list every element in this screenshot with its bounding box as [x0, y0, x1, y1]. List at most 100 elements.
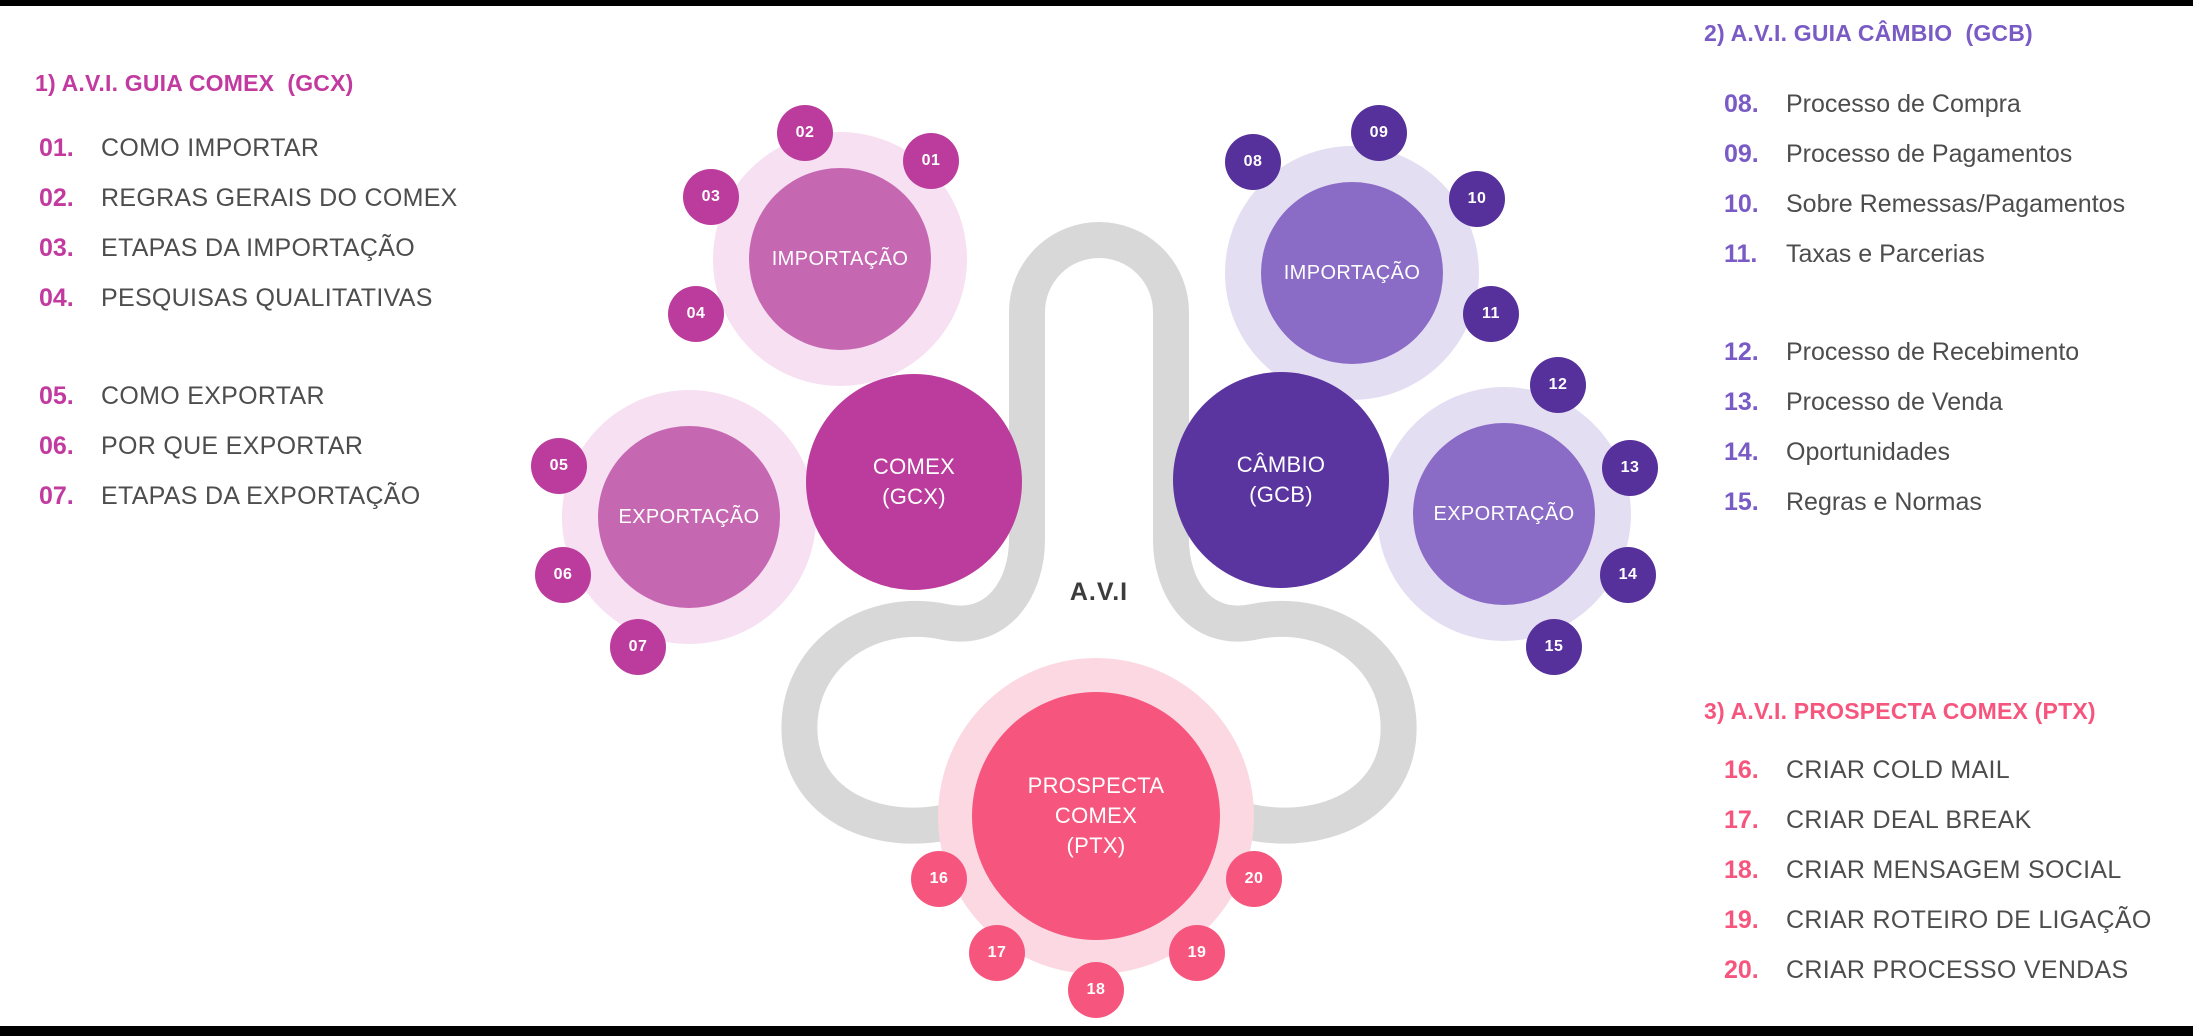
panel-guia-cambio: 2) A.V.I. GUIA CÂMBIO (GCB) 08. Processo…	[1704, 20, 2125, 527]
item-label: Processo de Venda	[1786, 387, 2003, 416]
bubble-19: 19	[1169, 925, 1225, 981]
prospecta-hub-circle: PROSPECTA COMEX (PTX)	[972, 692, 1220, 940]
item-label: CRIAR ROTEIRO DE LIGAÇÃO	[1786, 905, 2152, 934]
item-label: Taxas e Parcerias	[1786, 239, 1985, 268]
item-label: POR QUE EXPORTAR	[101, 431, 364, 460]
list-item: 08. Processo de Compra	[1724, 79, 2125, 129]
item-number: 15.	[1724, 487, 1759, 516]
importacao-right-circle: IMPORTAÇÃO	[1261, 182, 1443, 364]
item-number: 08.	[1724, 89, 1759, 118]
panel-guia-comex: 1) A.V.I. GUIA COMEX (GCX) 01. COMO IMPO…	[35, 70, 458, 521]
item-number: 02.	[39, 183, 74, 212]
list-item: 18. CRIAR MENSAGEM SOCIAL	[1724, 845, 2152, 895]
item-number: 16.	[1724, 755, 1759, 784]
bubble-20: 20	[1226, 851, 1282, 907]
item-number: 18.	[1724, 855, 1759, 884]
item-number: 14.	[1724, 437, 1759, 466]
bubble-17: 17	[969, 925, 1025, 981]
item-number: 11.	[1724, 239, 1758, 268]
list-item: 20. CRIAR PROCESSO VENDAS	[1724, 945, 2152, 995]
item-number: 12.	[1724, 337, 1759, 366]
item-label: Regras e Normas	[1786, 487, 1982, 516]
bubble-08: 08	[1225, 134, 1281, 190]
item-number: 05.	[39, 381, 74, 410]
item-label: Oportunidades	[1786, 437, 1951, 466]
item-label: ETAPAS DA IMPORTAÇÃO	[101, 233, 415, 262]
list-item: 01. COMO IMPORTAR	[39, 123, 458, 173]
item-number: 10.	[1724, 189, 1759, 218]
item-number: 01.	[39, 133, 74, 162]
list-item: 17. CRIAR DEAL BREAK	[1724, 795, 2152, 845]
item-number: 06.	[39, 431, 74, 460]
bubble-02: 02	[777, 105, 833, 161]
bubble-03: 03	[683, 169, 739, 225]
list-item: 13. Processo de Venda	[1724, 377, 2125, 427]
bubble-15: 15	[1526, 619, 1582, 675]
importacao-left-circle: IMPORTAÇÃO	[749, 168, 931, 350]
bubble-11: 11	[1463, 286, 1519, 342]
item-number: 20.	[1724, 955, 1759, 984]
item-label: ETAPAS DA EXPORTAÇÃO	[101, 481, 421, 510]
cambio-items-group-export: 12. Processo de Recebimento 13. Processo…	[1704, 327, 2125, 527]
avi-center-label: A.V.I	[1069, 578, 1129, 606]
panel-prospecta-comex: 3) A.V.I. PROSPECTA COMEX (PTX) 16. CRIA…	[1704, 698, 2152, 995]
list-item: 09. Processo de Pagamentos	[1724, 129, 2125, 179]
bubble-18: 18	[1068, 962, 1124, 1018]
bubble-12: 12	[1530, 357, 1586, 413]
item-label: Processo de Compra	[1786, 89, 2021, 118]
bubble-09: 09	[1351, 105, 1407, 161]
item-number: 09.	[1724, 139, 1759, 168]
list-item: 07. ETAPAS DA EXPORTAÇÃO	[39, 471, 458, 521]
guia-cambio-heading: 2) A.V.I. GUIA CÂMBIO (GCB)	[1704, 20, 2033, 46]
bubble-10: 10	[1449, 171, 1505, 227]
bubble-05: 05	[531, 438, 587, 494]
list-item: 04. PESQUISAS QUALITATIVAS	[39, 273, 458, 323]
item-label: COMO EXPORTAR	[101, 381, 325, 410]
bubble-14: 14	[1600, 547, 1656, 603]
list-item: 19. CRIAR ROTEIRO DE LIGAÇÃO	[1724, 895, 2152, 945]
item-label: CRIAR MENSAGEM SOCIAL	[1786, 855, 2122, 884]
bottom-border	[0, 1026, 2193, 1036]
bubble-13: 13	[1602, 440, 1658, 496]
list-item: 03. ETAPAS DA IMPORTAÇÃO	[39, 223, 458, 273]
item-label: REGRAS GERAIS DO COMEX	[101, 183, 458, 212]
exportacao-left-circle: EXPORTAÇÃO	[598, 426, 780, 608]
item-number: 07.	[39, 481, 74, 510]
item-label: COMO IMPORTAR	[101, 133, 320, 162]
item-label: CRIAR COLD MAIL	[1786, 755, 2010, 784]
list-item: 02. REGRAS GERAIS DO COMEX	[39, 173, 458, 223]
item-number: 04.	[39, 283, 74, 312]
item-label: CRIAR DEAL BREAK	[1786, 805, 2032, 834]
list-item: 11. Taxas e Parcerias	[1724, 229, 2125, 279]
comex-items-group-import: 01. COMO IMPORTAR 02. REGRAS GERAIS DO C…	[35, 123, 458, 323]
item-label: PESQUISAS QUALITATIVAS	[101, 283, 433, 312]
prospecta-items-group: 16. CRIAR COLD MAIL 17. CRIAR DEAL BREAK…	[1704, 745, 2152, 995]
item-label: Processo de Pagamentos	[1786, 139, 2073, 168]
top-border	[0, 0, 2193, 6]
item-label: Processo de Recebimento	[1786, 337, 2080, 366]
bubble-07: 07	[610, 619, 666, 675]
list-item: 12. Processo de Recebimento	[1724, 327, 2125, 377]
cambio-hub-circle: CÂMBIO (GCB)	[1173, 372, 1389, 588]
item-number: 19.	[1724, 905, 1759, 934]
prospecta-heading: 3) A.V.I. PROSPECTA COMEX (PTX)	[1704, 698, 2096, 724]
item-label: CRIAR PROCESSO VENDAS	[1786, 955, 2129, 984]
list-item: 10. Sobre Remessas/Pagamentos	[1724, 179, 2125, 229]
item-number: 13.	[1724, 387, 1759, 416]
comex-hub-circle: COMEX (GCX)	[806, 374, 1022, 590]
list-item: 16. CRIAR COLD MAIL	[1724, 745, 2152, 795]
item-number: 03.	[39, 233, 74, 262]
item-number: 17.	[1724, 805, 1759, 834]
item-label: Sobre Remessas/Pagamentos	[1786, 189, 2126, 218]
guia-comex-heading: 1) A.V.I. GUIA COMEX (GCX)	[35, 70, 354, 96]
bubble-04: 04	[668, 286, 724, 342]
exportacao-right-circle: EXPORTAÇÃO	[1413, 423, 1595, 605]
cambio-items-group-import: 08. Processo de Compra 09. Processo de P…	[1704, 79, 2125, 279]
list-item: 15. Regras e Normas	[1724, 477, 2125, 527]
bubble-16: 16	[911, 851, 967, 907]
comex-items-group-export: 05. COMO EXPORTAR 06. POR QUE EXPORTAR 0…	[35, 371, 458, 521]
bubble-06: 06	[535, 547, 591, 603]
list-item: 06. POR QUE EXPORTAR	[39, 421, 458, 471]
